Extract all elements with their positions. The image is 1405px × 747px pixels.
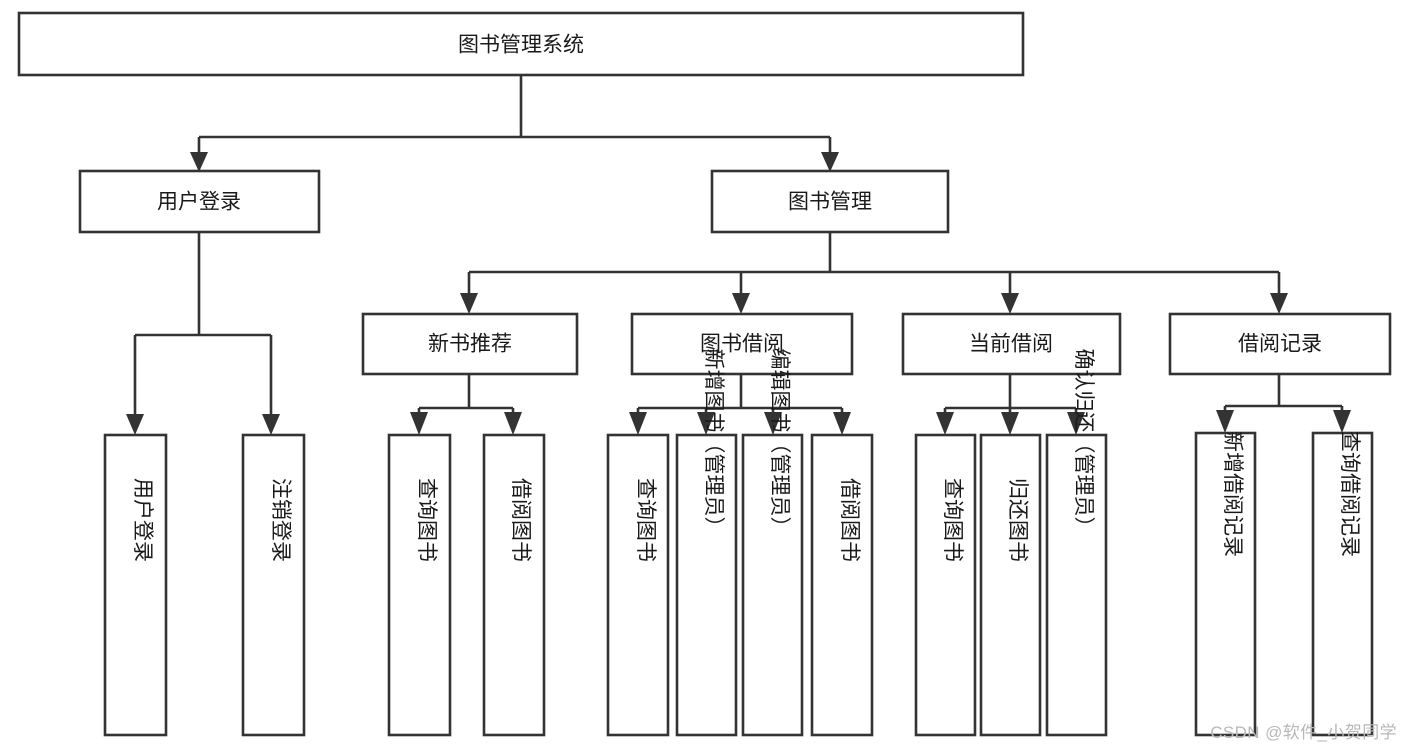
arrow-head-leaf-user-login: [126, 414, 144, 435]
node-book-management-box[interactable]: [710, 169, 950, 234]
leaf-add-record-box[interactable]: [1194, 431, 1257, 737]
leaf-user-logout[interactable]: 注销登录: [241, 433, 306, 737]
node-root-box[interactable]: [17, 11, 1025, 77]
leaf-query-record-box[interactable]: [1311, 431, 1374, 737]
arrow-head-leaf-return-book: [1001, 412, 1019, 435]
arrow-head-leaf-borrow-book-2: [833, 412, 851, 435]
node-book-management-label: 图书管理: [788, 191, 872, 214]
edge-group-current-borrow: [936, 374, 1085, 435]
leaf-borrow-book-1-label: 借阅图书: [509, 478, 532, 562]
arrow-head-leaf-borrow-book-1: [504, 412, 522, 435]
arrow-head-leaf-confirm-return: [1067, 412, 1085, 435]
leaf-add-record-label: 新增借阅记录: [1221, 431, 1244, 557]
leaf-user-login-box[interactable]: [103, 433, 168, 737]
node-borrow-record-label: 借阅记录: [1238, 333, 1322, 356]
leaf-user-logout-box[interactable]: [241, 433, 306, 737]
leaf-borrow-book-1[interactable]: 借阅图书: [482, 433, 546, 737]
arrow-head-leaf-query-book-3: [936, 412, 954, 435]
edge-group-user-login: [126, 232, 280, 435]
node-root-label: 图书管理系统: [458, 34, 584, 57]
arrow-head-leaf-query-book-2: [629, 412, 647, 435]
leaf-borrow-book-1-box[interactable]: [482, 433, 546, 737]
arrow-head-user-login: [190, 152, 208, 172]
arrow-head-leaf-query-record: [1333, 410, 1351, 433]
node-user-login-box[interactable]: [78, 169, 321, 234]
leaf-query-book-2[interactable]: 查询图书: [606, 433, 670, 737]
leaf-query-book-1[interactable]: 查询图书: [387, 433, 452, 737]
node-new-book-recommend-box[interactable]: [361, 312, 579, 376]
leaf-add-book-label: 新增图书（管理员）: [702, 349, 725, 538]
arrow-head-leaf-edit-book: [764, 412, 782, 435]
leaf-confirm-return[interactable]: 确认归还（管理员）: [1045, 349, 1108, 737]
node-book-borrow[interactable]: 图书借阅: [630, 312, 854, 376]
arrow-head-borrow-record: [1270, 293, 1288, 314]
leaf-user-logout-label: 注销登录: [269, 478, 292, 562]
leaf-return-book[interactable]: 归还图书: [979, 433, 1042, 737]
arrow-head-leaf-add-record: [1216, 410, 1234, 433]
leaf-borrow-book-2[interactable]: 借阅图书: [810, 433, 874, 737]
edge-group-book-management: [460, 232, 1288, 314]
leaf-user-login-label: 用户登录: [131, 478, 154, 562]
leaf-confirm-return-label: 确认归还（管理员）: [1072, 349, 1095, 538]
leaf-return-book-box[interactable]: [979, 433, 1042, 737]
node-new-book-recommend[interactable]: 新书推荐: [361, 312, 579, 376]
leaf-confirm-return-box[interactable]: [1045, 433, 1108, 737]
node-current-borrow-label: 当前借阅: [969, 333, 1053, 356]
arrow-head-leaf-add-book: [697, 412, 715, 435]
node-current-borrow-box[interactable]: [901, 312, 1122, 376]
arrow-head-leaf-user-logout: [262, 414, 280, 435]
edge-group-root: [190, 76, 839, 172]
node-book-borrow-box[interactable]: [630, 312, 854, 376]
leaf-add-book[interactable]: 新增图书（管理员）: [675, 349, 738, 737]
leaf-query-record[interactable]: 查询借阅记录: [1311, 431, 1374, 737]
watermark-text: CSDN @软件_小贺同学: [1210, 723, 1397, 742]
edge-group-borrow-record: [1216, 374, 1351, 433]
leaf-query-book-3-box[interactable]: [914, 433, 977, 737]
node-borrow-record[interactable]: 借阅记录: [1168, 312, 1392, 376]
leaf-query-book-1-box[interactable]: [387, 433, 452, 737]
arrow-head-current-borrow: [1001, 293, 1019, 314]
leaf-add-book-box[interactable]: [675, 433, 738, 737]
leaf-add-record[interactable]: 新增借阅记录: [1194, 431, 1257, 737]
node-current-borrow[interactable]: 当前借阅: [901, 312, 1122, 376]
node-new-book-recommend-label: 新书推荐: [428, 333, 512, 356]
leaf-borrow-book-2-label: 借阅图书: [838, 478, 861, 562]
leaf-edit-book-label: 编辑图书（管理员）: [768, 349, 791, 538]
edge-group-new-book-recommend: [410, 374, 522, 435]
arrow-head-book-borrow: [732, 293, 750, 314]
node-book-borrow-label: 图书借阅: [700, 333, 784, 356]
leaf-borrow-book-2-box[interactable]: [810, 433, 874, 737]
node-root[interactable]: 图书管理系统: [17, 11, 1025, 77]
leaf-query-record-label: 查询借阅记录: [1338, 431, 1361, 557]
leaf-user-login[interactable]: 用户登录: [103, 433, 168, 737]
leaf-edit-book-box[interactable]: [741, 433, 804, 737]
edge-group-book-borrow: [629, 374, 851, 435]
leaf-query-book-1-label: 查询图书: [415, 478, 438, 562]
arrow-head-leaf-query-book-1: [410, 412, 428, 435]
node-user-login-label: 用户登录: [157, 191, 241, 214]
leaf-query-book-3[interactable]: 查询图书: [914, 433, 977, 737]
arrow-head-book-management: [821, 152, 839, 172]
node-book-management[interactable]: 图书管理: [710, 169, 950, 234]
leaf-query-book-3-label: 查询图书: [941, 478, 964, 562]
leaf-edit-book[interactable]: 编辑图书（管理员）: [741, 349, 804, 737]
node-borrow-record-box[interactable]: [1168, 312, 1392, 376]
arrow-head-new-book-recommend: [460, 293, 478, 314]
leaf-return-book-label: 归还图书: [1006, 478, 1029, 562]
node-user-login[interactable]: 用户登录: [78, 169, 321, 234]
leaf-query-book-2-label: 查询图书: [634, 478, 657, 562]
leaf-query-book-2-box[interactable]: [606, 433, 670, 737]
